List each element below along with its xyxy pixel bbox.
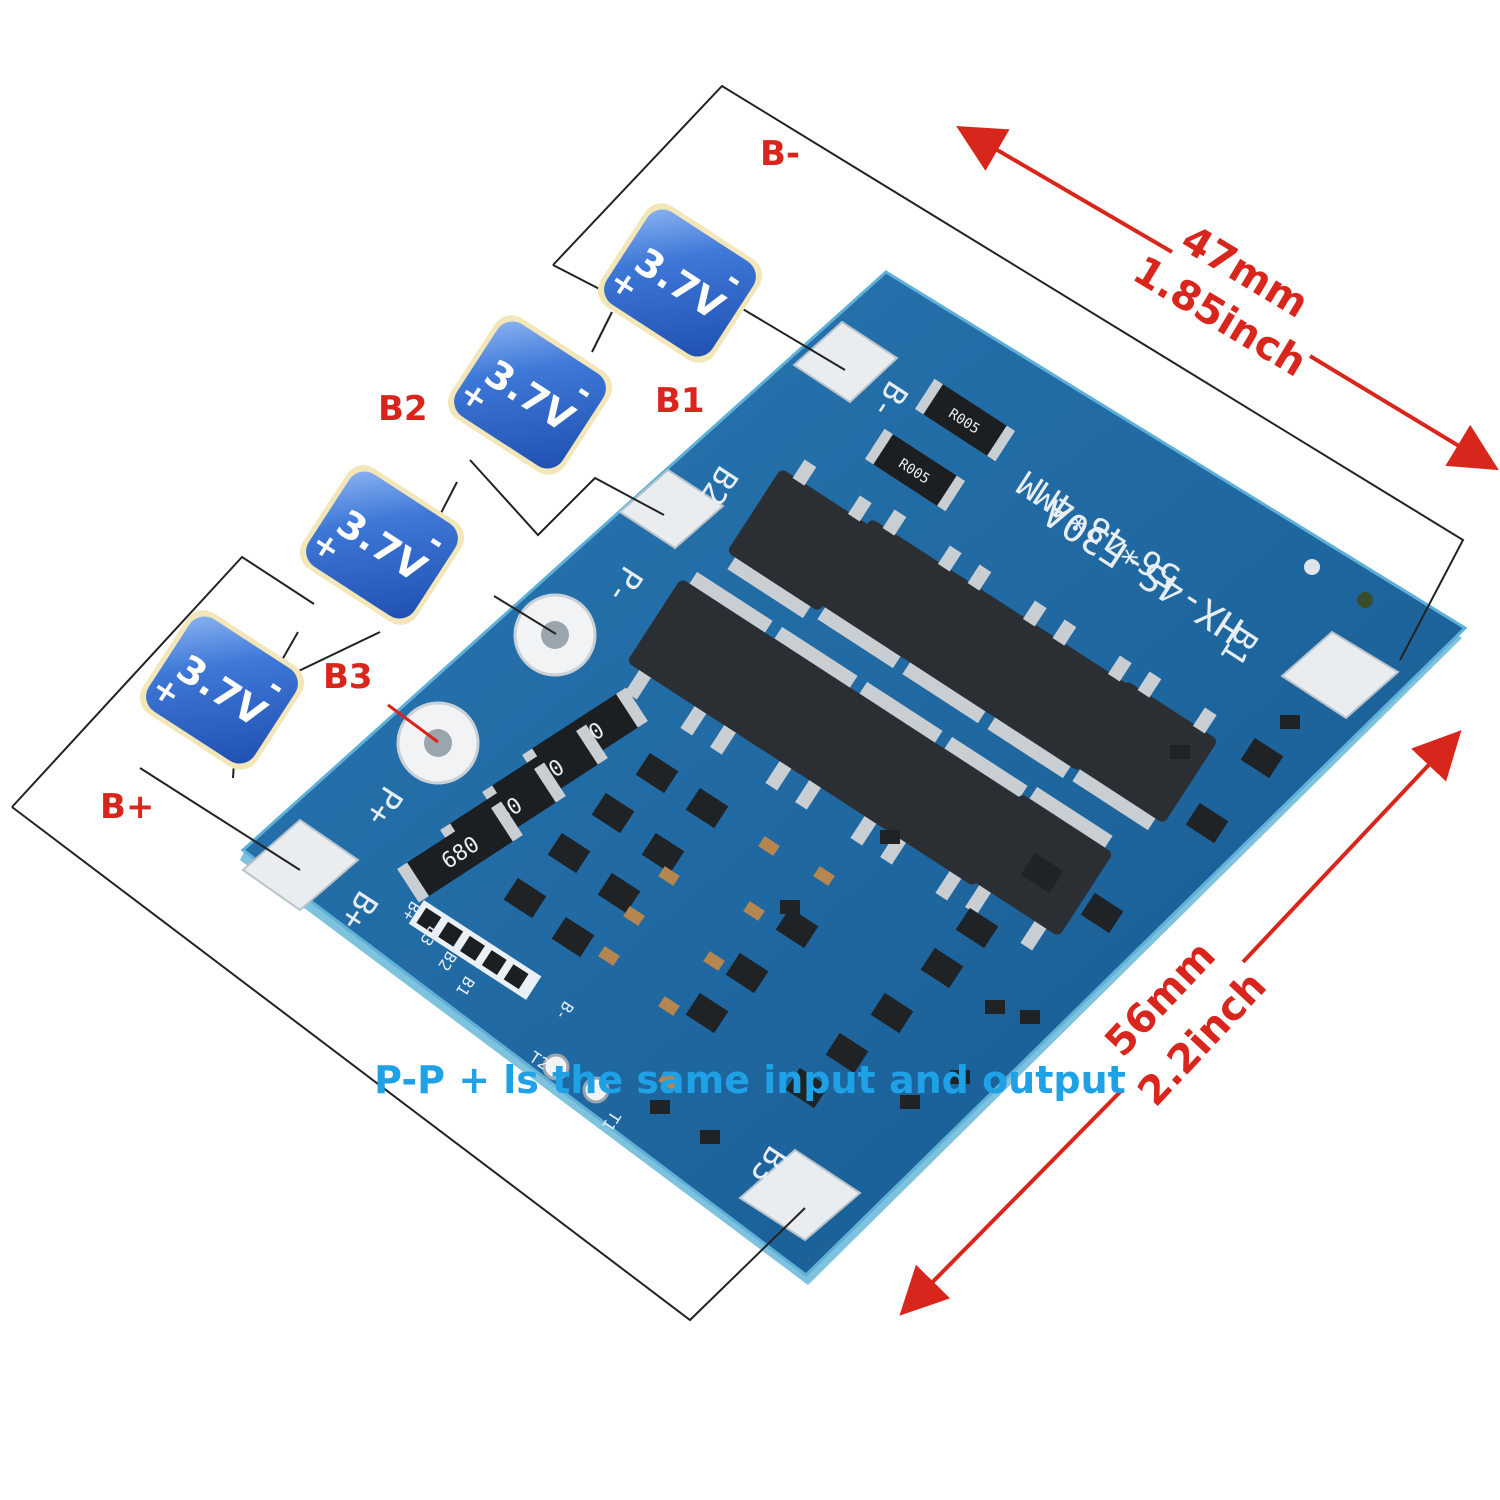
solder-pads bbox=[241, 320, 1400, 1242]
battery-cell-3: 3.7V - + bbox=[299, 465, 465, 625]
pcb-board: R005 R005 680 680 bbox=[240, 270, 1468, 1285]
balance-header bbox=[408, 900, 542, 1000]
label-b2: B2 bbox=[378, 389, 428, 429]
smd-components bbox=[503, 715, 1300, 1144]
balance-resistors: 680 680 680 680 bbox=[397, 687, 648, 903]
label-b-minus: B- bbox=[760, 134, 800, 174]
label-b-plus: B+ bbox=[100, 787, 154, 827]
terminal-labels: B- B1 B2 B3 B+ bbox=[100, 134, 800, 827]
battery-cell-2: 3.7V - + bbox=[447, 315, 613, 475]
label-b1: B1 bbox=[655, 381, 705, 421]
ceramic-capacitors bbox=[598, 836, 835, 1091]
mosfet-row-top bbox=[727, 459, 1217, 831]
battery-cell-4: 3.7V - + bbox=[139, 610, 305, 770]
caption: P-P + ls the same input and output bbox=[374, 1058, 1126, 1102]
shunt-resistors: R005 R005 bbox=[864, 378, 1016, 512]
battery-cell-1: 3.7V - + bbox=[597, 203, 763, 363]
mosfet-row-bottom bbox=[625, 571, 1113, 951]
label-b3: B3 bbox=[323, 657, 373, 697]
b3-indicator bbox=[387, 703, 439, 744]
